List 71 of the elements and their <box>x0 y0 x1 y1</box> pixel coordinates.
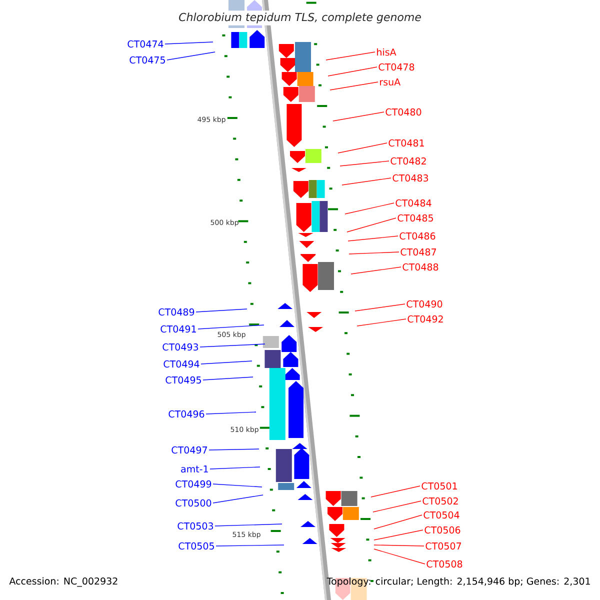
leader-line <box>348 236 398 242</box>
gene-label: CT0494 <box>164 360 200 368</box>
gene-label: CT0480 <box>386 108 422 116</box>
gene-label: CT0478 <box>378 63 414 71</box>
leader-line <box>374 544 424 546</box>
leader-line <box>206 412 256 414</box>
leader-line <box>348 252 400 254</box>
gene-label: CT0486 <box>400 232 436 240</box>
leader-line <box>212 494 264 504</box>
gene-label: CT0492 <box>408 315 443 323</box>
gene-label: CT0506 <box>424 526 460 534</box>
leader-line <box>356 318 406 326</box>
leader-line <box>338 142 388 154</box>
leader-line <box>350 266 402 274</box>
gene-label: CT0496 <box>168 410 204 418</box>
leader-line <box>342 178 392 186</box>
leader-line <box>374 514 422 530</box>
gene-label: CT0490 <box>406 300 442 308</box>
gene-label: CT0504 <box>424 511 460 519</box>
leader-line <box>214 524 282 526</box>
gene-label: CT0485 <box>398 214 433 222</box>
gene-label: rsuA <box>380 78 400 86</box>
gene-label: CT0483 <box>392 174 428 182</box>
leader-line <box>346 218 396 232</box>
gene-label: CT0481 <box>388 139 424 147</box>
gene-label: CT0502 <box>422 497 458 505</box>
leader-line <box>216 544 284 546</box>
leader-line <box>200 360 252 364</box>
gene-label: CT0500 <box>176 499 212 507</box>
gene-label: CT0484 <box>396 199 432 207</box>
gene-label: CT0488 <box>402 263 438 271</box>
gene-label: CT0508 <box>426 560 462 568</box>
gene-label: amt-1 <box>181 465 208 473</box>
leader-line <box>200 344 266 348</box>
leader-line <box>166 52 216 60</box>
gene-label: CT0487 <box>400 248 436 256</box>
leader-line <box>372 500 422 512</box>
leader-line <box>210 466 260 470</box>
title: Chlorobium tepidum TLS, complete genome <box>176 10 424 26</box>
leader-line <box>370 486 420 498</box>
gene-label: CT0474 <box>128 40 164 48</box>
gene-label: CT0489 <box>158 308 194 316</box>
leader-line <box>374 530 424 540</box>
leader-line <box>332 112 384 122</box>
leader-line <box>340 160 390 166</box>
gene-label: CT0507 <box>426 542 461 550</box>
gene-label: CT0493 <box>162 343 198 351</box>
accession-text: Accession: NC_002932 <box>8 576 120 588</box>
leader-line <box>374 548 426 564</box>
gene-label: CT0491 <box>160 325 196 333</box>
gene-label: CT0482 <box>390 157 426 165</box>
leader-line <box>202 376 254 380</box>
gene-label: hisA <box>377 48 396 56</box>
gene-label: CT0503 <box>178 522 214 530</box>
leader-line <box>354 304 406 312</box>
leader-line <box>198 324 264 330</box>
gene-label: CT0501 <box>422 482 457 490</box>
leader-line <box>208 448 260 450</box>
leader-line <box>344 202 394 214</box>
gene-label: CT0505 <box>178 542 214 550</box>
gene-label: CT0475 <box>130 56 165 64</box>
leader-line <box>196 308 248 312</box>
leader-line <box>328 66 378 76</box>
gene-label: CT0499 <box>176 480 212 488</box>
gene-label: CT0497 <box>172 446 207 454</box>
leader-line <box>326 52 376 60</box>
leader-line <box>212 484 262 488</box>
genome-info-text: Topology: circular; Length: 2,154,946 bp; Genes: 2,301 <box>326 577 590 587</box>
leader-line <box>330 82 378 90</box>
gene-label: CT0495 <box>166 376 201 384</box>
leader-line <box>164 42 214 44</box>
